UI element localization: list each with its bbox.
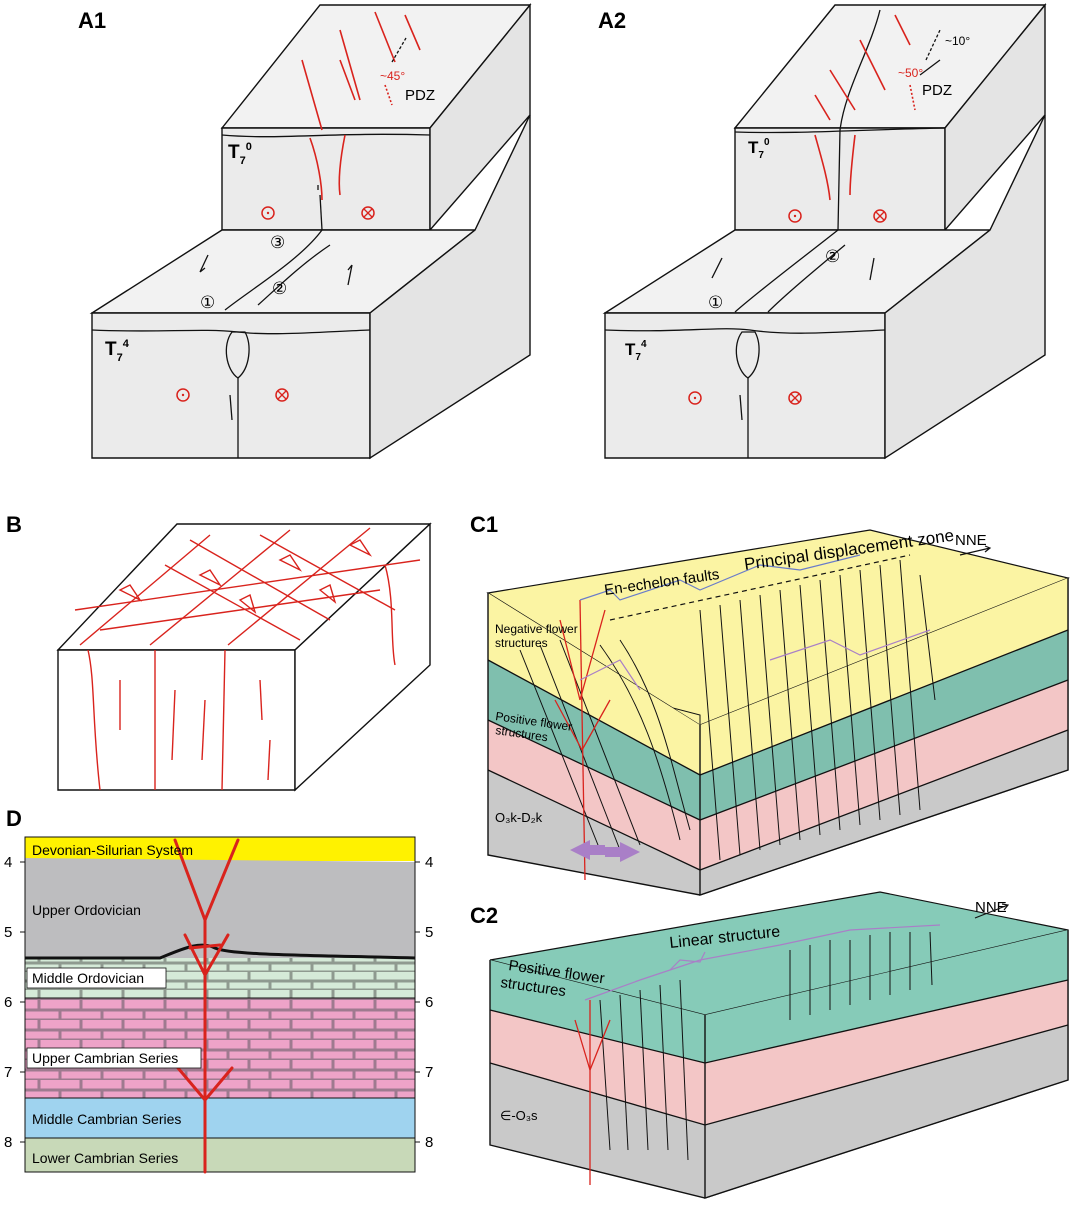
- a2-angle-small: ~10°: [945, 34, 970, 48]
- d-layer-devonian: [25, 837, 415, 861]
- panel-d: D 4 5 6 7 8 4 5 6: [4, 806, 433, 1174]
- a2-angle: ~50°: [898, 66, 923, 80]
- c2-layer-grey: [490, 1063, 705, 1198]
- c1-formation: O₃k-D₂k: [495, 810, 543, 825]
- a1-marker-2: ②: [272, 279, 287, 298]
- panel-d-label: D: [6, 806, 22, 831]
- a1-upper-front: [221, 127, 431, 231]
- d-tick-left-7: 7: [4, 1064, 12, 1081]
- a1-pdz: PDZ: [405, 87, 435, 104]
- c2-direction: NNE: [975, 899, 1007, 916]
- a2-horizon-t74: T74: [625, 339, 647, 363]
- panel-c2: C2 NNE Linear structure Positive flower …: [470, 891, 1069, 1199]
- a1-marker-1: ①: [200, 293, 215, 312]
- c2-layer-teal: [490, 930, 1068, 1063]
- d-tick-right-4: 4: [425, 854, 433, 871]
- c1-direction: NNE: [955, 532, 987, 549]
- panel-a2: A2 ~10°: [598, 3, 1047, 460]
- d-tick-left-5: 5: [4, 924, 12, 941]
- a2-pdz: PDZ: [922, 82, 952, 99]
- d-tick-left-6: 6: [4, 994, 12, 1011]
- c1-layer-grey: [488, 770, 700, 895]
- d-label-middle-cambrian: Middle Cambrian Series: [32, 1111, 181, 1127]
- a1-lower-front: [91, 312, 371, 459]
- a2-marker-1: ①: [708, 293, 723, 312]
- c1-layer-teal: [488, 630, 1068, 820]
- d-depth-ticks-left: 4 5 6 7 8: [4, 854, 25, 1151]
- d-layer-middle-cambrian: [25, 1098, 415, 1138]
- d-tick-right-5: 5: [425, 924, 433, 941]
- d-tick-right-8: 8: [425, 1134, 433, 1151]
- panel-a1-label: A1: [78, 8, 106, 33]
- c1-layer-pink: [488, 680, 1068, 870]
- d-label-devonian: Devonian-Silurian System: [32, 842, 193, 858]
- c2-formation: ∈-O₃s: [500, 1108, 538, 1123]
- a2-marker-2: ②: [825, 247, 840, 266]
- a1-horizon-t70: T70: [228, 141, 252, 167]
- a1-angle: ~45°: [380, 69, 405, 83]
- c1-negative-2: structures: [495, 636, 548, 650]
- d-tick-right-7: 7: [425, 1064, 433, 1081]
- c2-layer-pink: [490, 980, 1068, 1125]
- d-label-upper-cambrian: Upper Cambrian Series: [32, 1050, 178, 1066]
- c1-negative-1: Negative flower: [495, 622, 578, 636]
- panel-b-label: B: [6, 512, 22, 537]
- panel-c2-label: C2: [470, 903, 498, 928]
- panel-a1: A1: [78, 3, 532, 460]
- d-layer-upper-ordovician: [25, 858, 415, 958]
- d-tick-left-4: 4: [4, 854, 12, 871]
- a1-horizon-t74: T74: [105, 338, 130, 364]
- a2-horizon-t70: T70: [748, 137, 770, 161]
- panel-c1-label: C1: [470, 512, 498, 537]
- a2-lower-front: [604, 312, 886, 459]
- d-label-upper-ordovician: Upper Ordovician: [32, 902, 141, 918]
- a1-marker-3: ③: [270, 233, 285, 252]
- panel-c1: C1: [470, 512, 1070, 896]
- panel-b: B: [6, 512, 432, 792]
- d-label-lower-cambrian: Lower Cambrian Series: [32, 1150, 178, 1166]
- a2-lower-side: [884, 114, 1046, 460]
- d-layer-lower-cambrian: [25, 1138, 415, 1172]
- d-tick-right-6: 6: [425, 994, 433, 1011]
- d-tick-left-8: 8: [4, 1134, 12, 1151]
- a1-lower-side: [369, 114, 531, 460]
- panel-a2-label: A2: [598, 8, 626, 33]
- b-front: [57, 649, 296, 791]
- d-label-middle-ordovician: Middle Ordovician: [32, 970, 144, 986]
- d-depth-ticks-right: 4 5 6 7 8: [415, 854, 433, 1151]
